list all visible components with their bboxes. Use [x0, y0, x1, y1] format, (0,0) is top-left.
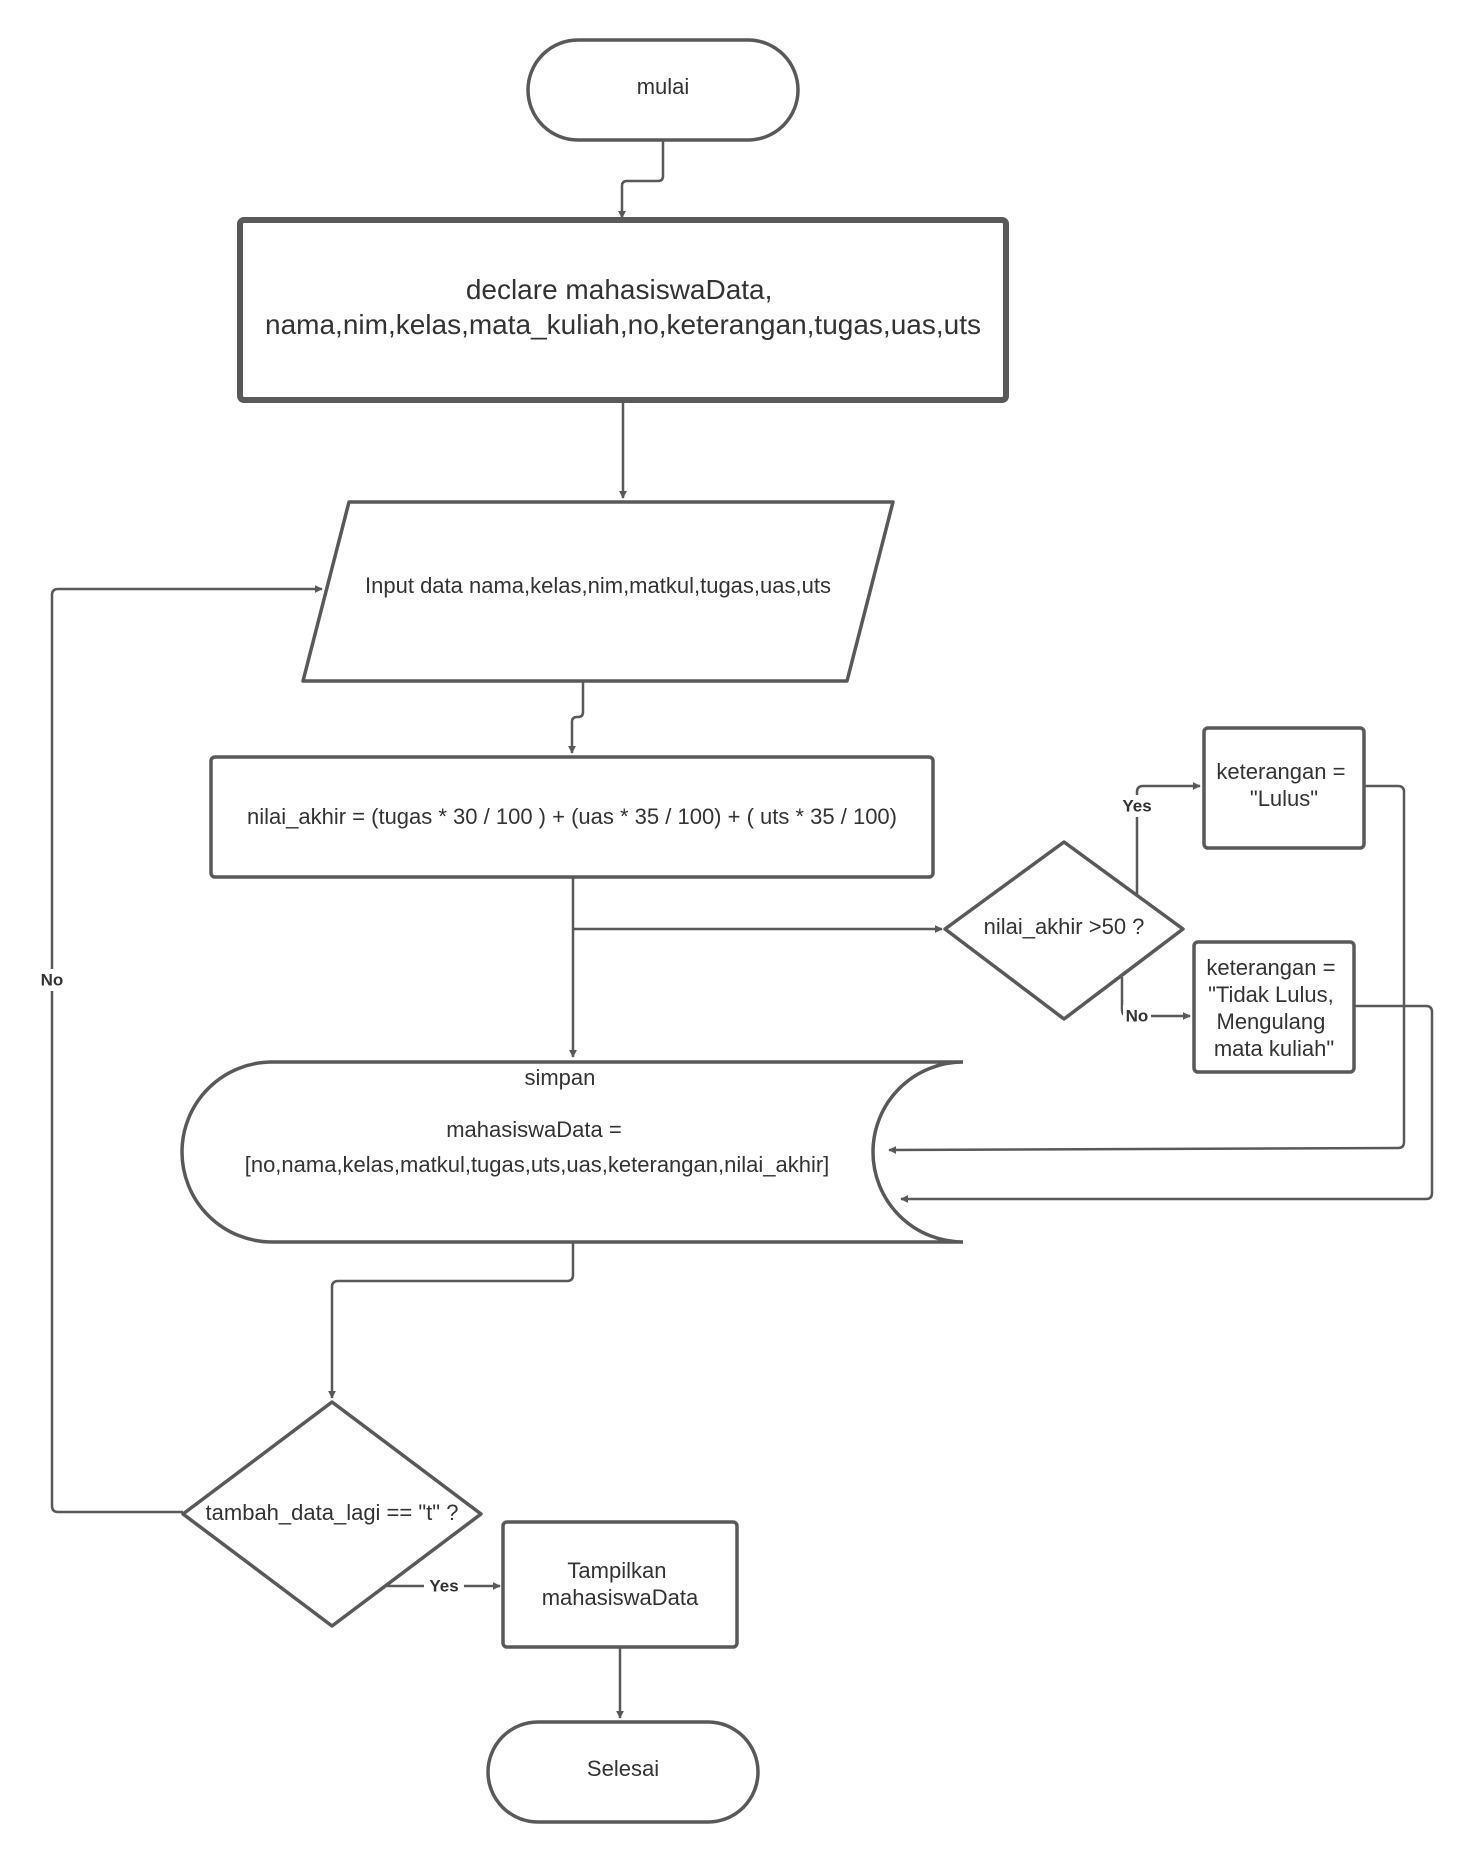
store-line-1: simpan	[524, 1065, 595, 1090]
display-line-1: Tampilkan	[567, 1558, 666, 1583]
edge-labels: Yes No Yes No	[38, 795, 1157, 1597]
node-pass: keterangan = "Lulus"	[1202, 726, 1366, 850]
fail-line-1: keterangan =	[1206, 955, 1335, 980]
decision-more-label: tambah_data_lagi == "t" ?	[206, 1500, 459, 1525]
input-label: Input data nama,kelas,nim,matkul,tugas,u…	[365, 573, 831, 598]
pass-line-1: keterangan =	[1216, 759, 1345, 784]
edge-input-to-compute	[568, 681, 585, 754]
start-label: mulai	[637, 74, 690, 99]
svg-text:mulai: mulai	[637, 74, 690, 99]
node-end: Selesai	[486, 1720, 760, 1824]
fail-line-2: "Tidak Lulus,	[1208, 982, 1334, 1007]
svg-text:Tampilkan mahasiswaData: Tampilkan mahasiswaData	[542, 1558, 699, 1610]
decision-grade-label: nilai_akhir >50 ?	[984, 914, 1145, 939]
edge-store-to-more-decision	[328, 1240, 575, 1399]
edge-start-to-declare	[618, 140, 665, 219]
compute-label: nilai_akhir = (tugas * 30 / 100 ) + (uas…	[247, 804, 897, 829]
node-declare: declare mahasiswaData, nama,nim,kelas,ma…	[237, 217, 1009, 403]
svg-text:keterangan = "Lulus": keterangan = "Lulus"	[1216, 759, 1351, 811]
end-label: Selesai	[587, 1756, 659, 1781]
fail-line-4: mata kuliah"	[1214, 1036, 1334, 1061]
svg-text:Selesai: Selesai	[587, 1756, 659, 1781]
edge-label-more-yes: Yes	[429, 1577, 458, 1596]
svg-text:nilai_akhir = (tugas * 30 / 10: nilai_akhir = (tugas * 30 / 100 ) + (uas…	[247, 804, 897, 829]
node-compute: nilai_akhir = (tugas * 30 / 100 ) + (uas…	[209, 755, 935, 879]
node-decision-grade: nilai_akhir >50 ?	[943, 840, 1185, 1021]
edge-label-grade-yes: Yes	[1122, 797, 1151, 816]
declare-line-2: nama,nim,kelas,mata_kuliah,no,keterangan…	[265, 309, 981, 340]
edge-label-grade-no: No	[1126, 1007, 1149, 1026]
display-line-2: mahasiswaData	[542, 1585, 699, 1610]
edge-label-more-no: No	[41, 971, 64, 990]
node-store: simpan mahasiswaData = [no,nama,kelas,ma…	[180, 1060, 964, 1244]
pass-line-2: "Lulus"	[1250, 786, 1318, 811]
store-line-3: [no,nama,kelas,matkul,tugas,uts,uas,kete…	[245, 1152, 830, 1177]
svg-text:Input data nama,kelas,nim,matk: Input data nama,kelas,nim,matkul,tugas,u…	[365, 573, 831, 598]
node-start: mulai	[526, 38, 800, 142]
edges	[50, 140, 1434, 1719]
edge-pass-to-store	[888, 784, 1406, 1154]
svg-text:keterangan = "Tidak Lulu: keterangan = "Tidak Lulus, Mengulang mat…	[1206, 955, 1341, 1061]
node-input: Input data nama,kelas,nim,matkul,tugas,u…	[301, 500, 895, 683]
edge-grade-yes-to-pass	[1135, 782, 1201, 897]
store-line-2: mahasiswaData =	[446, 1117, 621, 1142]
node-fail: keterangan = "Tidak Lulus, Mengulang mat…	[1192, 940, 1356, 1074]
svg-text:tambah_data_lagi == "t" ?: tambah_data_lagi == "t" ?	[206, 1500, 459, 1525]
declare-line-1: declare mahasiswaData,	[466, 274, 773, 305]
edge-fail-to-store	[900, 1004, 1434, 1203]
svg-text:declare mahasiswaData, n: declare mahasiswaData, nama,nim,kelas,ma…	[265, 274, 981, 340]
svg-text:nilai_akhir >50 ?: nilai_akhir >50 ?	[984, 914, 1145, 939]
edge-more-no-to-input	[50, 585, 323, 1514]
node-display: Tampilkan mahasiswaData	[501, 1520, 739, 1649]
svg-text:simpan mahasiswaData =: simpan mahasiswaData = [no,nama,kelas,ma…	[245, 1065, 830, 1177]
node-decision-more: tambah_data_lagi == "t" ?	[181, 1400, 483, 1628]
fail-line-3: Mengulang	[1217, 1009, 1326, 1034]
